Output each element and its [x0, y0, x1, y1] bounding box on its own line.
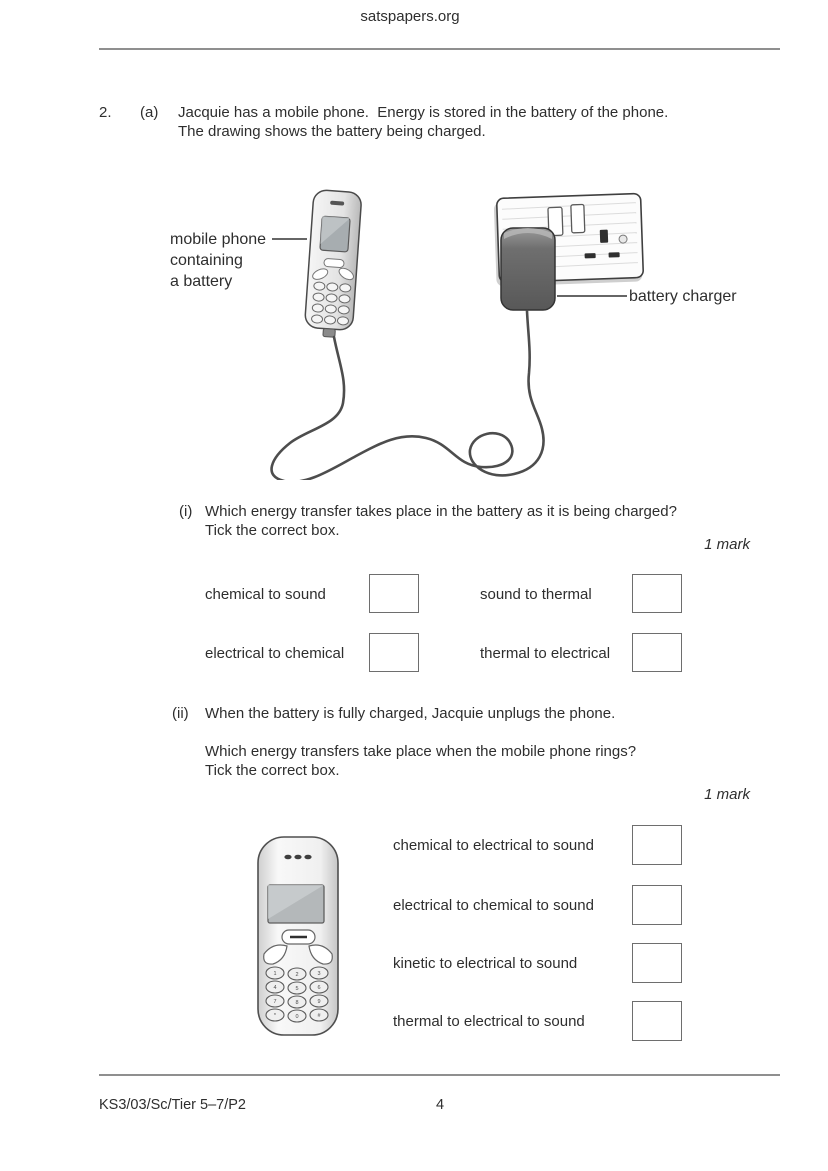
svg-text:#: #: [317, 1013, 321, 1019]
svg-text:*: *: [274, 1013, 277, 1019]
paper-code: KS3/03/Sc/Tier 5–7/P2: [99, 1097, 246, 1113]
part-i-marker: (i): [179, 503, 193, 520]
phone2-keypad: [265, 966, 329, 1023]
part-ii-prompt-1: Which energy transfers take place when t…: [205, 743, 637, 760]
footer-rule: [99, 1074, 780, 1076]
part-i-prompt-1: Which energy transfer takes place in the…: [205, 503, 677, 520]
charging-cable: [270, 309, 545, 480]
part-i-mark: 1 mark: [704, 536, 750, 553]
svg-text:4: 4: [273, 985, 276, 991]
svg-text:3: 3: [317, 971, 320, 977]
phone2-softkey-left: [263, 944, 288, 965]
tickbox-thermal-to-electrical[interactable]: [632, 633, 682, 672]
site-watermark: satspapers.org: [360, 8, 460, 25]
tickbox-chemical-to-sound[interactable]: [369, 574, 419, 613]
socket-switch-left: [547, 206, 564, 237]
ringing-phone-illustration: 1 2 3 4 5 6 7 8 9 * 0 #: [257, 836, 339, 1036]
option-label-chemical-electrical-sound: chemical to electrical to sound: [393, 837, 594, 854]
phone-keypad: [311, 281, 352, 326]
phone-softkey-left: [312, 268, 329, 280]
option-label-chemical-to-sound: chemical to sound: [205, 586, 326, 603]
phone-connector-stub: [322, 328, 336, 338]
tickbox-thermal-electrical-sound[interactable]: [632, 1001, 682, 1041]
option-label-thermal-electrical-sound: thermal to electrical to sound: [393, 1013, 585, 1030]
label-battery-charger: battery charger: [629, 288, 737, 305]
question-number: 2.: [99, 104, 112, 121]
intro-line-1: Jacquie has a mobile phone. Energy is st…: [178, 104, 669, 121]
part-a-label: (a): [140, 104, 159, 121]
phone-speaker-grill: [330, 200, 345, 206]
socket-earth-slot: [599, 229, 609, 243]
header-rule: [99, 48, 780, 50]
part-i-prompt-2: Tick the correct box.: [205, 522, 340, 539]
phone2-softkey-right: [308, 944, 333, 965]
charging-diagram-illustration: [270, 189, 644, 480]
phone-softkey-right: [338, 267, 354, 281]
option-label-sound-to-thermal: sound to thermal: [480, 586, 592, 603]
tickbox-chemical-electrical-sound[interactable]: [632, 825, 682, 865]
socket-screw: [618, 234, 628, 244]
svg-text:7: 7: [273, 999, 276, 1005]
svg-text:9: 9: [317, 999, 320, 1005]
option-label-electrical-chemical-sound: electrical to chemical to sound: [393, 897, 594, 914]
svg-text:1: 1: [273, 971, 276, 977]
intro-line-2: The drawing shows the battery being char…: [178, 123, 486, 140]
mobile-phone-charging: [304, 189, 362, 338]
part-ii-prompt-2: Tick the correct box.: [205, 762, 340, 779]
label-mobile-phone-2: containing: [170, 252, 243, 269]
socket-switch-right: [570, 203, 586, 234]
option-label-electrical-to-chemical: electrical to chemical: [205, 645, 345, 662]
tickbox-electrical-to-chemical[interactable]: [369, 633, 419, 672]
svg-text:5: 5: [295, 986, 298, 992]
socket-live-slot: [584, 253, 596, 259]
earpiece-dots: [284, 854, 312, 860]
tickbox-sound-to-thermal[interactable]: [632, 574, 682, 613]
part-ii-mark: 1 mark: [704, 786, 750, 803]
battery-charger-plug: [500, 227, 556, 311]
option-label-kinetic-electrical-sound: kinetic to electrical to sound: [393, 955, 578, 972]
svg-text:8: 8: [295, 1000, 298, 1006]
phone-menu-key: [323, 258, 345, 268]
tickbox-kinetic-electrical-sound[interactable]: [632, 943, 682, 983]
phone2-keypad-digits: 1 2 3 4 5 6 7 8 9 * 0 #: [273, 971, 321, 1020]
option-label-thermal-to-electrical: thermal to electrical: [480, 645, 611, 662]
svg-text:0: 0: [295, 1014, 298, 1020]
label-mobile-phone-3: a battery: [170, 273, 233, 290]
part-ii-marker: (ii): [172, 705, 189, 722]
socket-neutral-slot: [608, 252, 620, 258]
svg-text:2: 2: [295, 972, 298, 978]
tickbox-electrical-chemical-sound[interactable]: [632, 885, 682, 925]
part-ii-statement: When the battery is fully charged, Jacqu…: [205, 705, 616, 722]
page-number: 4: [436, 1097, 445, 1113]
svg-text:6: 6: [317, 985, 320, 991]
label-mobile-phone-1: mobile phone: [170, 231, 267, 248]
